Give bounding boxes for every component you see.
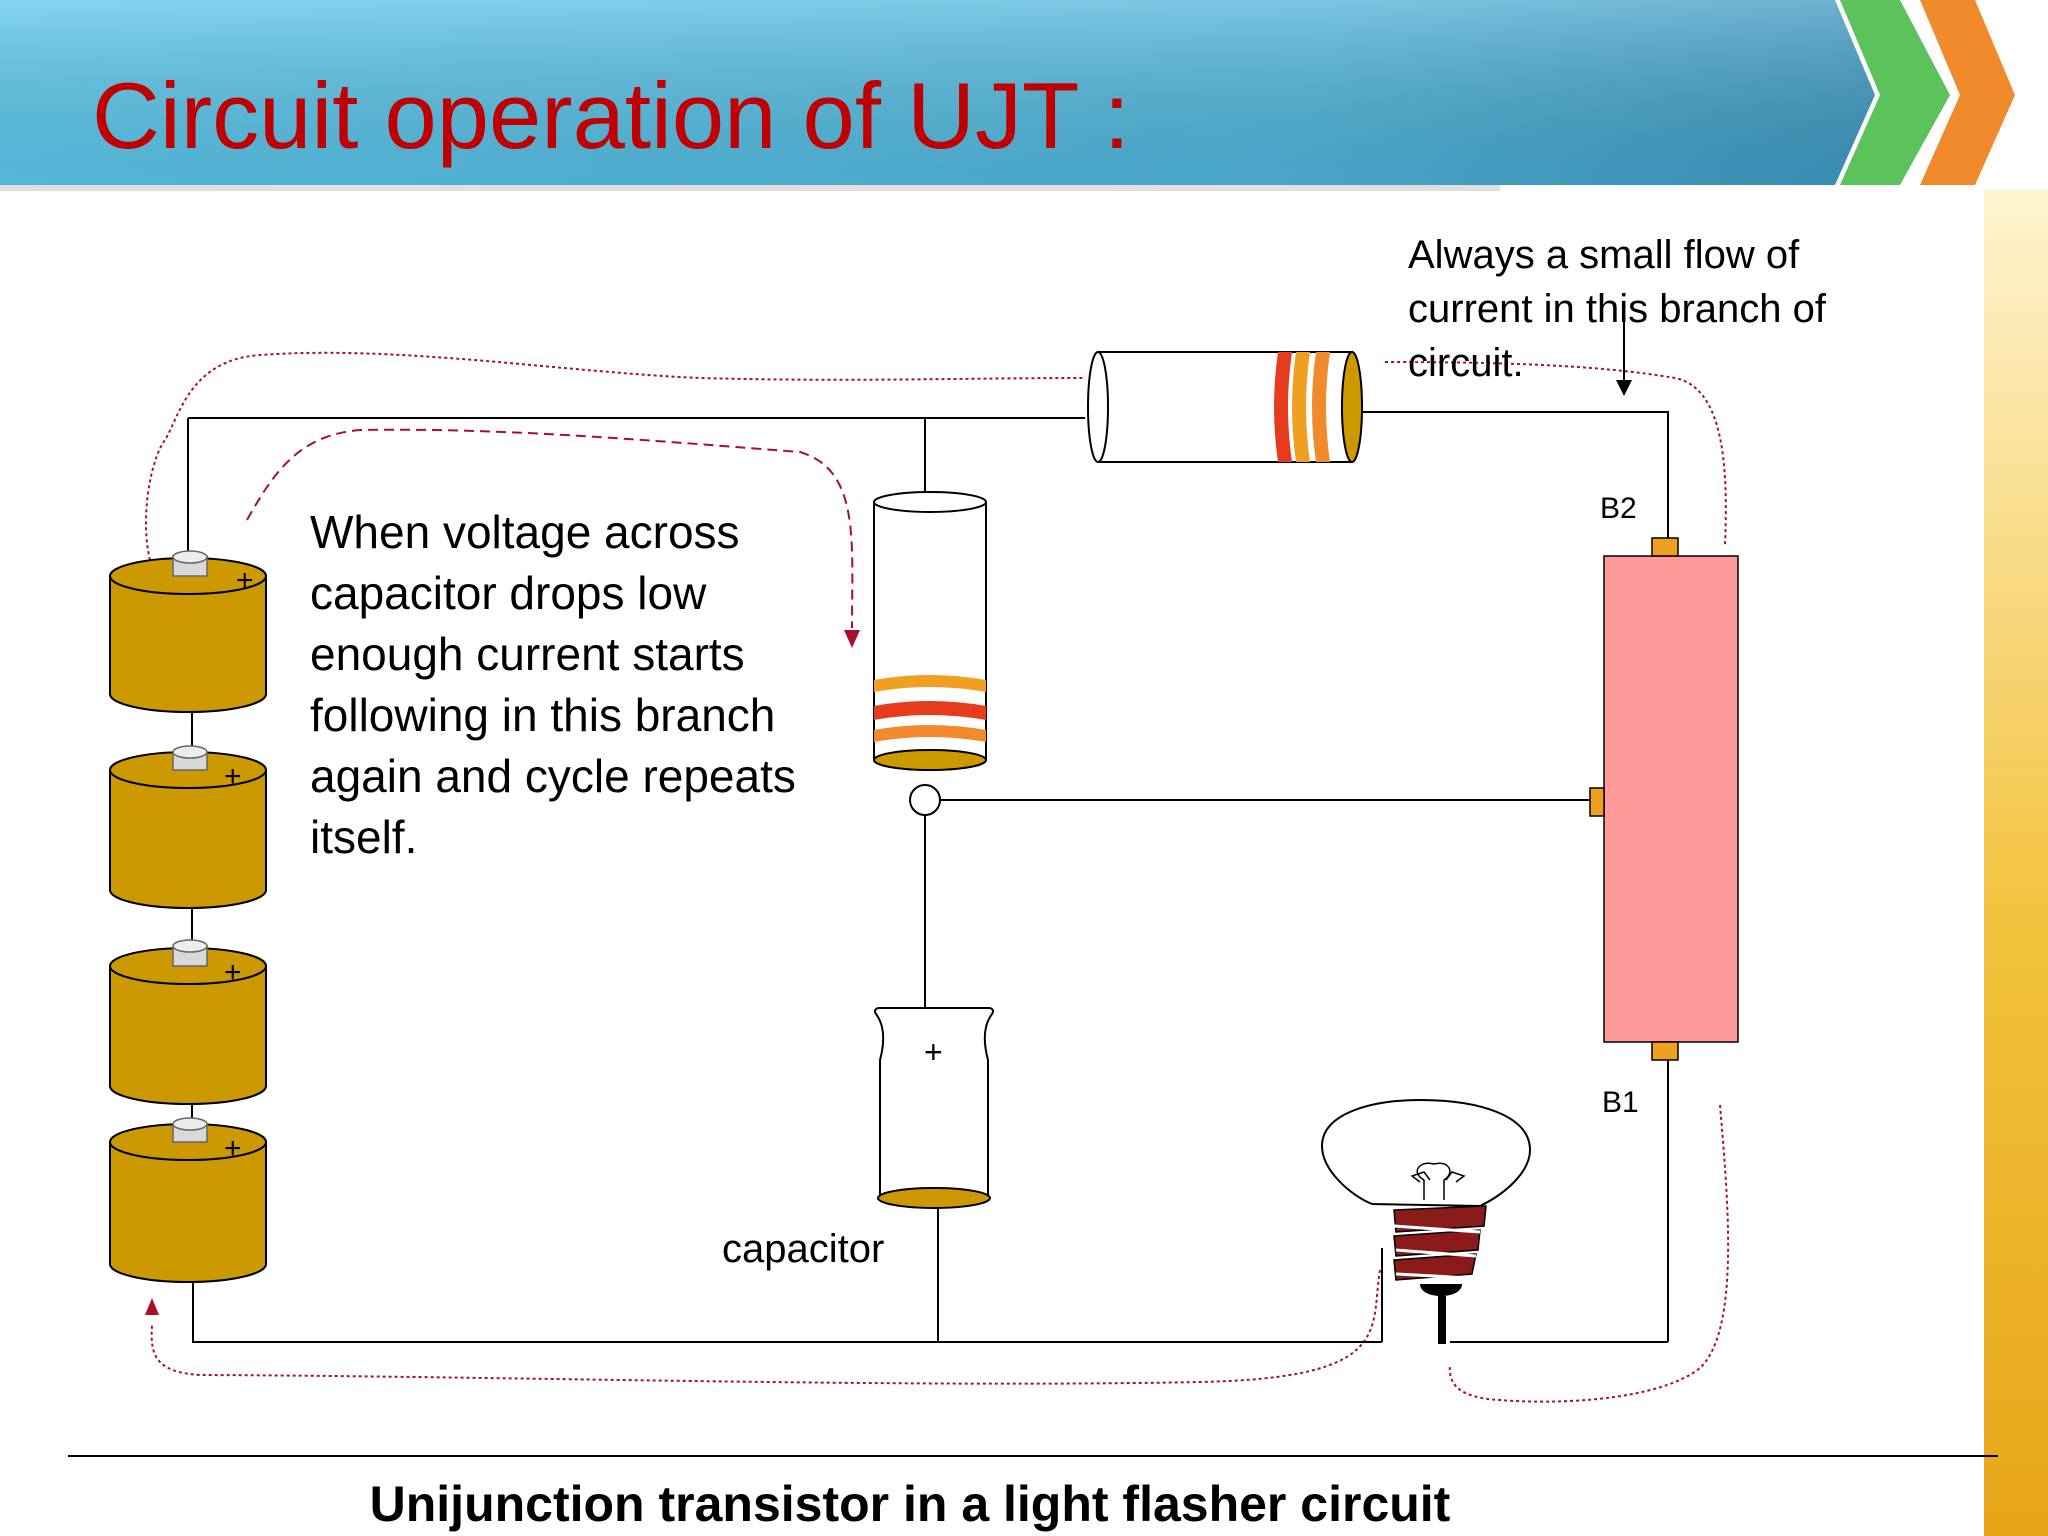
top-note-line-2: current in this branch of (1408, 287, 1827, 331)
battery-plus-sign: + (224, 1132, 242, 1165)
current-flow-path-bottom (150, 1269, 1381, 1385)
label-b2: B2 (1600, 492, 1637, 525)
current-flow-path-top-right (1384, 361, 1727, 546)
battery-cell-icon: + (109, 1117, 267, 1283)
junction-node (909, 784, 941, 816)
caption-divider (68, 1455, 1998, 1457)
top-note-line-3: circuit. (1408, 341, 1524, 385)
top-note-line-1: Always a small flow of (1408, 233, 1800, 277)
circuit-wires (187, 411, 1669, 1343)
feedback-arrowhead (844, 630, 860, 648)
left-note: When voltage across capacitor drops low … (310, 506, 796, 863)
resistor-icon (873, 491, 987, 771)
current-flow-path-main (145, 351, 1086, 561)
left-note-line-3: enough current starts (310, 628, 745, 680)
top-note: Always a small flow of current in this b… (1408, 233, 1827, 385)
unijunction-transistor-icon (1589, 537, 1739, 1061)
side-accent-bar (1984, 190, 2048, 1536)
battery-plus-sign: + (224, 760, 242, 793)
battery-cell-icon: + (109, 550, 267, 713)
current-flow-arrowhead-bottom (145, 1298, 159, 1315)
slide-title: Circuit operation of UJT : (92, 63, 1130, 168)
figure-caption: Unijunction transistor in a light flashe… (369, 1476, 1451, 1532)
battery-plus-sign: + (236, 564, 254, 597)
capacitor-label: capacitor (722, 1227, 884, 1271)
left-note-line-6: itself. (310, 811, 417, 863)
left-note-line-2: capacitor drops low (310, 567, 707, 619)
battery-cell-icon: + (109, 745, 267, 909)
current-flow-path-right (1448, 1104, 1730, 1403)
left-note-line-1: When voltage across (310, 506, 740, 558)
feedback-arrow-path (246, 428, 854, 629)
battery-plus-sign: + (224, 956, 242, 989)
label-b1: B1 (1602, 1086, 1639, 1119)
left-note-line-5: again and cycle repeats (310, 750, 796, 802)
light-bulb-icon (1320, 1098, 1532, 1344)
header-banner (0, 0, 2015, 191)
battery-cell-icon: + (109, 939, 267, 1105)
banner-orange-chevron (1920, 0, 2015, 185)
note-pointer-arrowhead (1616, 380, 1632, 396)
capacitor-icon: + (873, 1007, 995, 1209)
battery-stack: + + + (109, 550, 267, 1283)
banner-green-chevron (1840, 0, 1950, 185)
left-note-line-4: following in this branch (310, 689, 775, 741)
capacitor-plus-sign: + (924, 1034, 943, 1070)
resistor-icon (1087, 351, 1363, 463)
